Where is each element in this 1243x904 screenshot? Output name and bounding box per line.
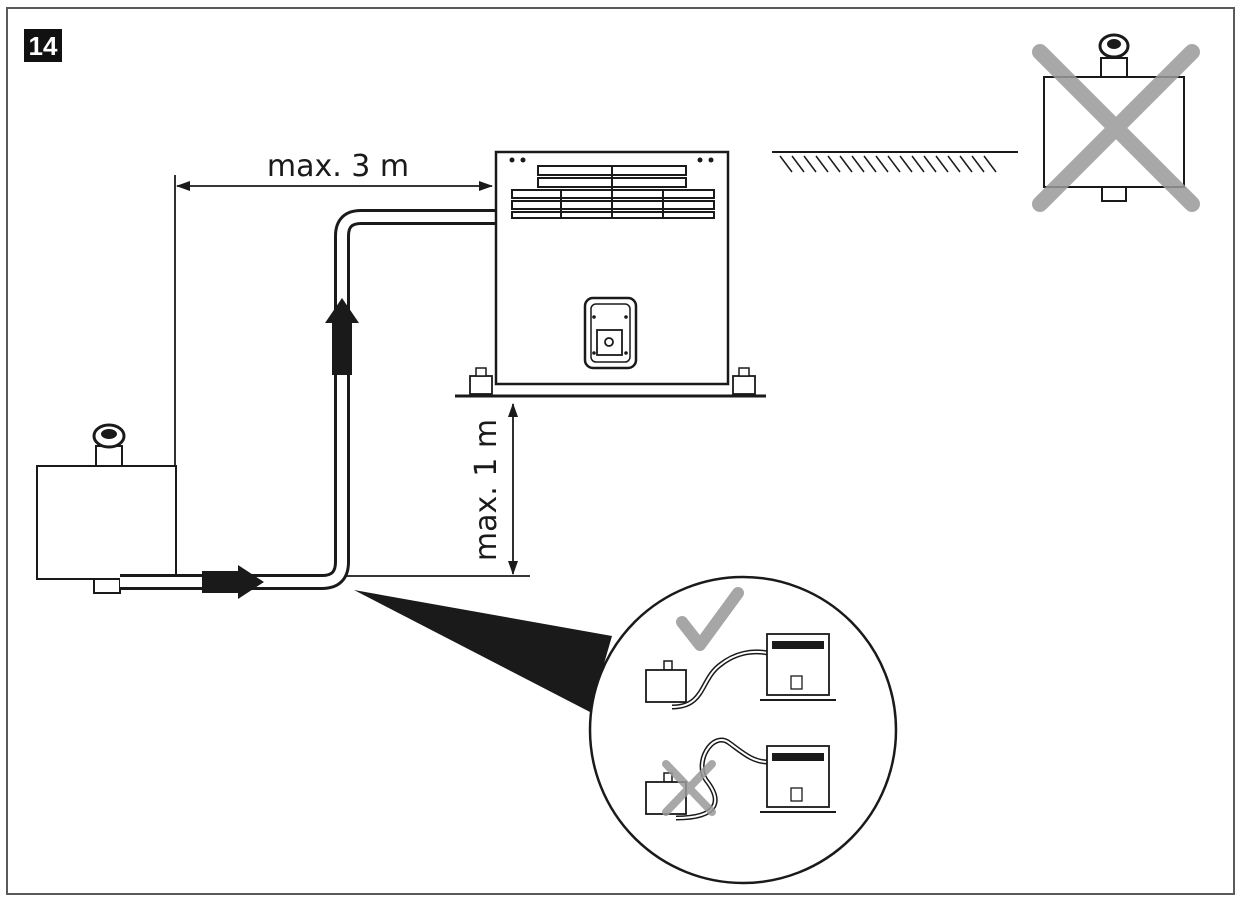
air-conditioner-unit [455, 150, 766, 398]
detail-magnifier [588, 575, 898, 885]
flow-arrow-vertical [325, 298, 359, 375]
step-number-badge: 14 [24, 29, 62, 62]
max-horizontal-label: max. 3 m [267, 149, 409, 184]
check-mark-icon [676, 587, 744, 651]
condensate-pump [36, 423, 177, 594]
horizontal-distance-dimension: max. 3 m [174, 149, 493, 466]
cross-mark-icon [1032, 44, 1200, 212]
correct-arrangement [645, 587, 836, 710]
condensate-hose [120, 209, 496, 599]
figure-frame [6, 7, 1235, 895]
service-hatch [583, 296, 638, 370]
wrong-arrangement [645, 737, 836, 821]
cross-mark-icon [662, 760, 716, 816]
max-vertical-label: max. 1 m [469, 419, 504, 561]
flow-arrow-horizontal [202, 565, 264, 599]
air-vent-grille [511, 165, 715, 219]
magnifier-beam [354, 590, 612, 712]
vertical-distance-dimension: max. 1 m [285, 403, 530, 577]
wrong-pump-position [772, 33, 1200, 212]
